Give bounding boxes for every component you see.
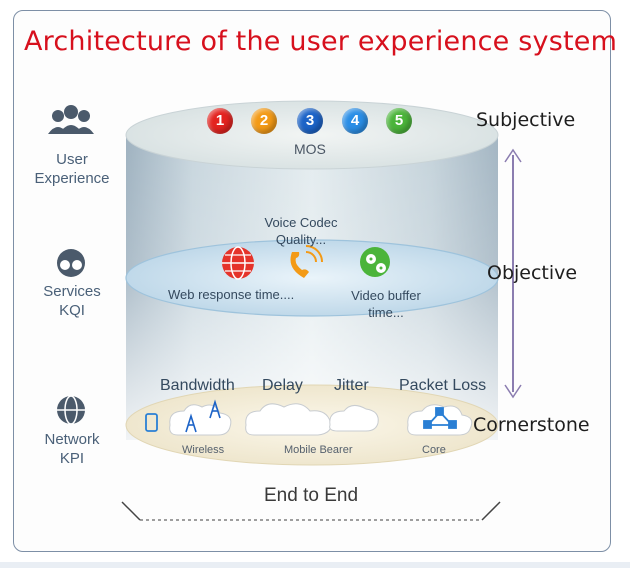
scale-arrow-top <box>504 148 522 163</box>
web-response-label: Web response time.... <box>168 287 295 302</box>
cloud-mobile-bearer <box>245 403 379 436</box>
core-network-icon <box>423 407 457 429</box>
segment-wireless: Wireless <box>182 444 225 456</box>
middle-disc <box>125 239 499 317</box>
level-subjective: Subjective <box>476 109 576 131</box>
kpi-packet-loss: Packet Loss <box>399 377 487 394</box>
segment-core: Core <box>422 444 446 456</box>
scale-arrow-bottom <box>504 384 522 399</box>
globe-network-icon <box>57 395 85 425</box>
end-to-end-label: End to End <box>264 485 359 506</box>
phone-device-icon <box>145 413 158 432</box>
cloud-wireless <box>169 404 232 436</box>
phone-call-icon <box>290 245 323 278</box>
mos-score-5: 5 <box>386 108 412 134</box>
mos-score-4: 4 <box>342 108 368 134</box>
kpi-jitter: Jitter <box>334 377 369 394</box>
e2e-right-tick <box>481 501 501 521</box>
mos-score-3: 3 <box>297 108 323 134</box>
level-cornerstone: Cornerstone <box>473 414 590 436</box>
mos-label: MOS <box>294 141 326 157</box>
antenna-icon <box>185 399 221 433</box>
mos-score-1: 1 <box>207 108 233 134</box>
kpi-delay: Delay <box>262 377 303 394</box>
web-globe-icon <box>222 246 254 280</box>
binoculars-icon <box>57 249 85 277</box>
bottom-edge <box>0 562 630 568</box>
kpi-bandwidth: Bandwidth <box>160 377 235 394</box>
segment-mobile-bearer: Mobile Bearer <box>284 444 353 456</box>
video-reel-icon <box>360 247 390 277</box>
level-objective: Objective <box>487 262 578 284</box>
e2e-left-tick <box>121 501 141 521</box>
diagram-title: Architecture of the user experience syst… <box>24 26 618 57</box>
mos-score-2: 2 <box>251 108 277 134</box>
users-icon <box>48 105 94 134</box>
